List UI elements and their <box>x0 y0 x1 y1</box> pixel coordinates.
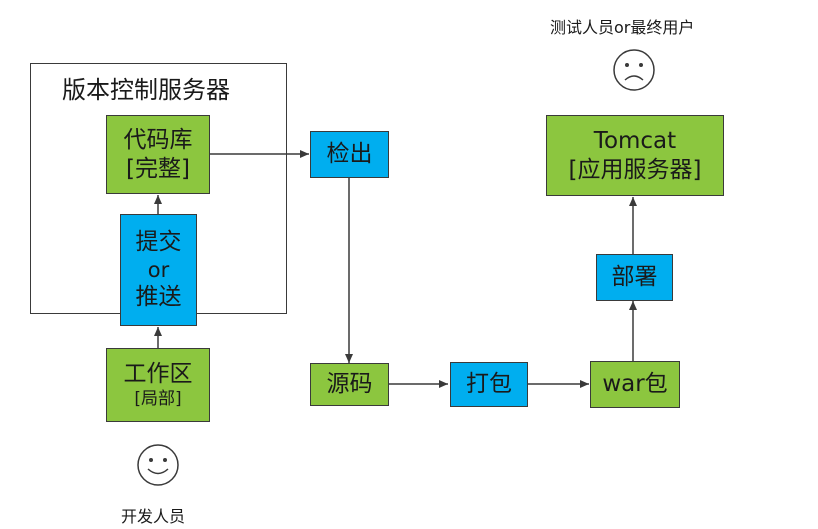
frowning-face-icon <box>613 49 655 91</box>
commit-line2: or <box>147 257 170 282</box>
source-label: 源码 <box>326 371 373 398</box>
deploy-node: 部署 <box>596 254 673 301</box>
workspace-node: 工作区 [局部] <box>106 348 210 422</box>
commit-line1: 提交 <box>135 229 182 256</box>
smiley-face-icon <box>137 444 179 486</box>
package-node: 打包 <box>450 362 528 407</box>
commit-node: 提交 or 推送 <box>120 214 197 326</box>
tomcat-line2: [应用服务器] <box>568 156 702 183</box>
tester-label: 测试人员or最终用户 <box>550 18 695 37</box>
checkout-label: 检出 <box>326 141 373 168</box>
checkout-node: 检出 <box>310 131 389 178</box>
deploy-label: 部署 <box>611 264 658 291</box>
repo-node: 代码库 [完整] <box>106 115 210 194</box>
commit-line3: 推送 <box>135 284 182 311</box>
tomcat-line1: Tomcat <box>593 127 677 154</box>
tomcat-node: Tomcat [应用服务器] <box>546 115 724 196</box>
source-node: 源码 <box>310 363 389 406</box>
war-node: war包 <box>590 361 680 408</box>
war-label: war包 <box>602 371 668 398</box>
package-label: 打包 <box>466 371 512 398</box>
workspace-line2: [局部] <box>134 388 182 409</box>
developer-label: 开发人员 <box>121 507 186 526</box>
repo-line2: [完整] <box>126 155 190 182</box>
workspace-line1: 工作区 <box>123 361 193 387</box>
vcs-title: 版本控制服务器 <box>62 76 230 104</box>
repo-line1: 代码库 <box>123 126 193 153</box>
